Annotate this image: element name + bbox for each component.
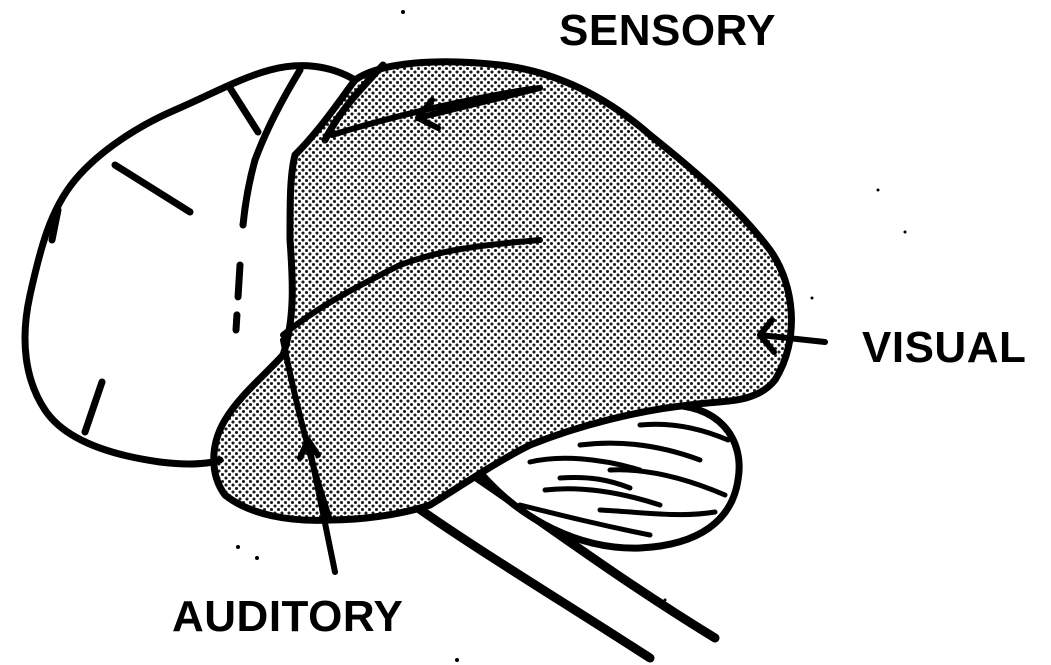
sensory-label: SENSORY <box>559 6 776 56</box>
visual-label: VISUAL <box>862 323 1026 373</box>
auditory-label: AUDITORY <box>172 592 403 642</box>
